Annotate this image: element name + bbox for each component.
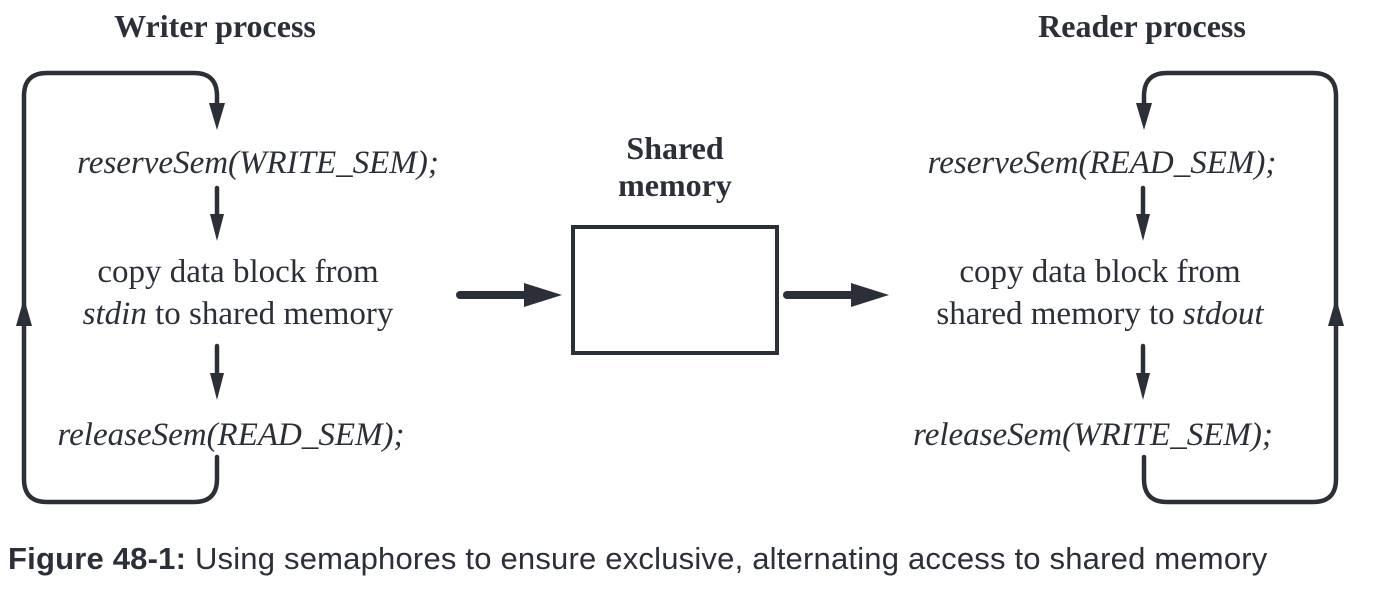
writer-step-arrow-1-head: [210, 214, 224, 241]
shared-memory-label: Shared memory: [618, 130, 732, 204]
figure-caption: Figure 48-1: Using semaphores to ensure …: [8, 541, 1268, 577]
writer-step-reserve-sem: reserveSem(WRITE_SEM);: [77, 145, 439, 181]
figure-caption-label: Figure 48-1:: [8, 541, 187, 576]
reader-step-arrow-2-head: [1136, 373, 1150, 400]
shared-memory-box: [571, 225, 779, 355]
writer-process-title: Writer process: [114, 8, 316, 44]
stdout-label: stdout: [1182, 296, 1264, 332]
reader-process-title: Reader process: [1038, 8, 1246, 44]
reader-step-copy-line2: shared memory to stdout: [936, 293, 1263, 335]
reader-step-release-sem: releaseSem(WRITE_SEM);: [913, 417, 1273, 453]
writer-loop-down-arrowhead: [209, 103, 225, 130]
data-flow-in-arrowhead: [524, 283, 562, 307]
writer-step-copy-line2: stdin to shared memory: [83, 293, 394, 335]
reader-loop-down-arrowhead: [1136, 103, 1152, 130]
writer-loop-up-arrowhead: [16, 298, 32, 326]
writer-step-copy-line2-rest: to shared memory: [155, 296, 394, 332]
reader-step-copy-line2-rest: shared memory to: [936, 296, 1175, 332]
figure-caption-text: Using semaphores to ensure exclusive, al…: [194, 541, 1268, 576]
writer-step-copy: copy data block from stdin to shared mem…: [83, 251, 394, 335]
reader-step-copy-line1: copy data block from: [959, 254, 1241, 290]
reader-step-arrow-1-head: [1136, 214, 1150, 241]
stdin-label: stdin: [82, 296, 147, 332]
writer-loop-path: [21, 70, 220, 505]
reader-loop-path: [1141, 70, 1339, 505]
writer-step-arrow-2-head: [210, 373, 224, 400]
writer-step-release-sem: releaseSem(READ_SEM);: [57, 417, 405, 453]
writer-step-copy-line1: copy data block from: [97, 254, 379, 290]
data-flow-out-arrowhead: [851, 283, 889, 307]
shared-memory-label-line2: memory: [618, 167, 732, 203]
reader-step-copy: copy data block from shared memory to st…: [936, 251, 1263, 335]
reader-loop-up-arrowhead: [1328, 298, 1344, 326]
shared-memory-label-line1: Shared: [626, 130, 724, 166]
reader-step-reserve-sem: reserveSem(READ_SEM);: [927, 145, 1277, 181]
